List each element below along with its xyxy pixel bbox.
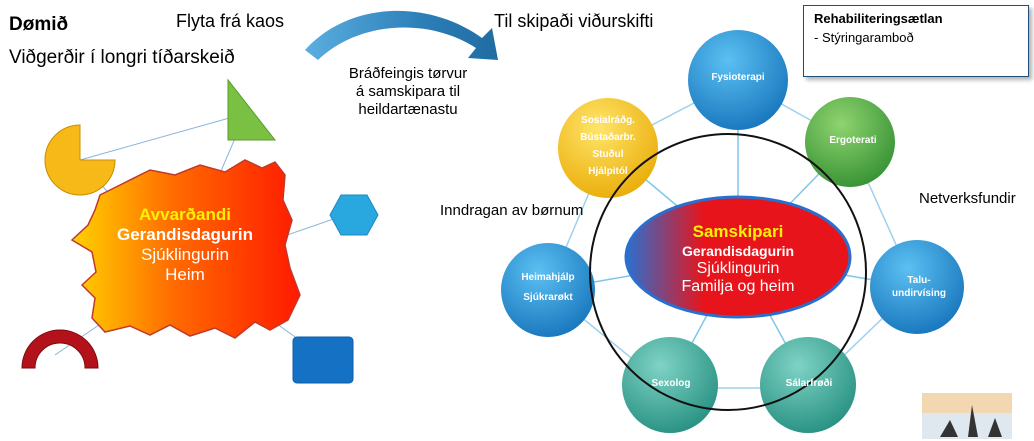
node-heimahjalp-circle (501, 243, 595, 337)
node-fysioterapi-circle (688, 30, 788, 130)
node-heim-line-2: Sjúkrarøkt (523, 292, 573, 303)
node-fysioterapi-label: Fysioterapi (711, 72, 765, 83)
node-ergoterati-label: Ergoterati (829, 135, 877, 146)
curved-arrow (305, 10, 498, 60)
node-talu-line-1: Talu- (907, 275, 931, 286)
rectangle-shape (292, 336, 354, 384)
hexagon-shape (329, 194, 379, 236)
need-line-3: heildartænastu (358, 101, 458, 118)
center-label: Samskipari Gerandisdagurin Sjúklingurin … (638, 222, 838, 296)
center-line-sjuklingurin: Sjúklingurin (696, 260, 780, 277)
node-sosial-line-4: Hjálpitól (588, 166, 628, 177)
side-label-right: Netverksfundir (919, 190, 1016, 207)
node-ergoterati-circle (805, 97, 895, 187)
triangle-shape (227, 78, 277, 141)
blob-line-avvardandi: Avvarðandi (139, 205, 231, 224)
node-talu-line-2: undirvísing (892, 288, 946, 299)
center-line-familja: Familja og heim (681, 278, 795, 295)
node-sosial-line-1: Sosialráðg. (581, 115, 635, 126)
need-text: Bráðfeingis tørvur á samskipara til heil… (318, 65, 498, 119)
node-sosial-label: Sosialráðg. Bústaðarbr. Stuðul Hjálpitól (560, 112, 656, 180)
blob-line-heim: Heim (165, 265, 205, 284)
center-line-samskipari: Samskipari (692, 222, 784, 241)
node-heimahjalp-label: Heimahjálp Sjúkrarøkt (500, 268, 596, 308)
node-sexolog-circle (622, 337, 718, 433)
center-line-gerandisdagurin: Gerandisdagurin (681, 243, 795, 259)
node-salarfrodi-label: Sálarfrøði (785, 378, 833, 389)
to-label: Til skipaði viðurskifti (494, 11, 654, 31)
rehab-title: Rehabiliteringsætlan (814, 11, 943, 26)
blob-line-gerandisdagurin: Gerandisdagurin (116, 225, 254, 244)
node-heim-line-1: Heimahjálp (521, 272, 575, 283)
node-sosial-line-2: Bústaðarbr. (580, 132, 636, 143)
pie-shape (44, 124, 116, 196)
center-ellipse (624, 195, 852, 319)
node-sosial-line-3: Stuðul (592, 149, 624, 160)
outline-circle (589, 133, 867, 411)
side-label-left: Inndragan av børnum (440, 202, 584, 219)
node-sexolog-label: Sexolog (651, 378, 691, 389)
blob-shape (70, 159, 301, 339)
node-talu-label: Talu- undirvísing (872, 274, 966, 300)
rehab-box: Rehabiliteringsætlan - Stýringaramboð (803, 5, 1029, 77)
left-subheading: Viðgerðir í longri tíðarskeið (9, 47, 235, 68)
arc-shape (21, 329, 99, 369)
node-talu-circle (870, 240, 964, 334)
need-line-2: á samskipara til (355, 83, 461, 100)
blob-line-sjuklingurin: Sjúklingurin (141, 245, 229, 264)
need-line-1: Bráðfeingis tørvur (348, 65, 468, 82)
from-label: Flyta frá kaos (176, 11, 285, 31)
blob-label: Avvarðandi Gerandisdagurin Sjúklingurin … (95, 205, 275, 285)
rehab-item: - Stýringaramboð (814, 30, 914, 45)
left-heading: Dømið (9, 14, 69, 35)
